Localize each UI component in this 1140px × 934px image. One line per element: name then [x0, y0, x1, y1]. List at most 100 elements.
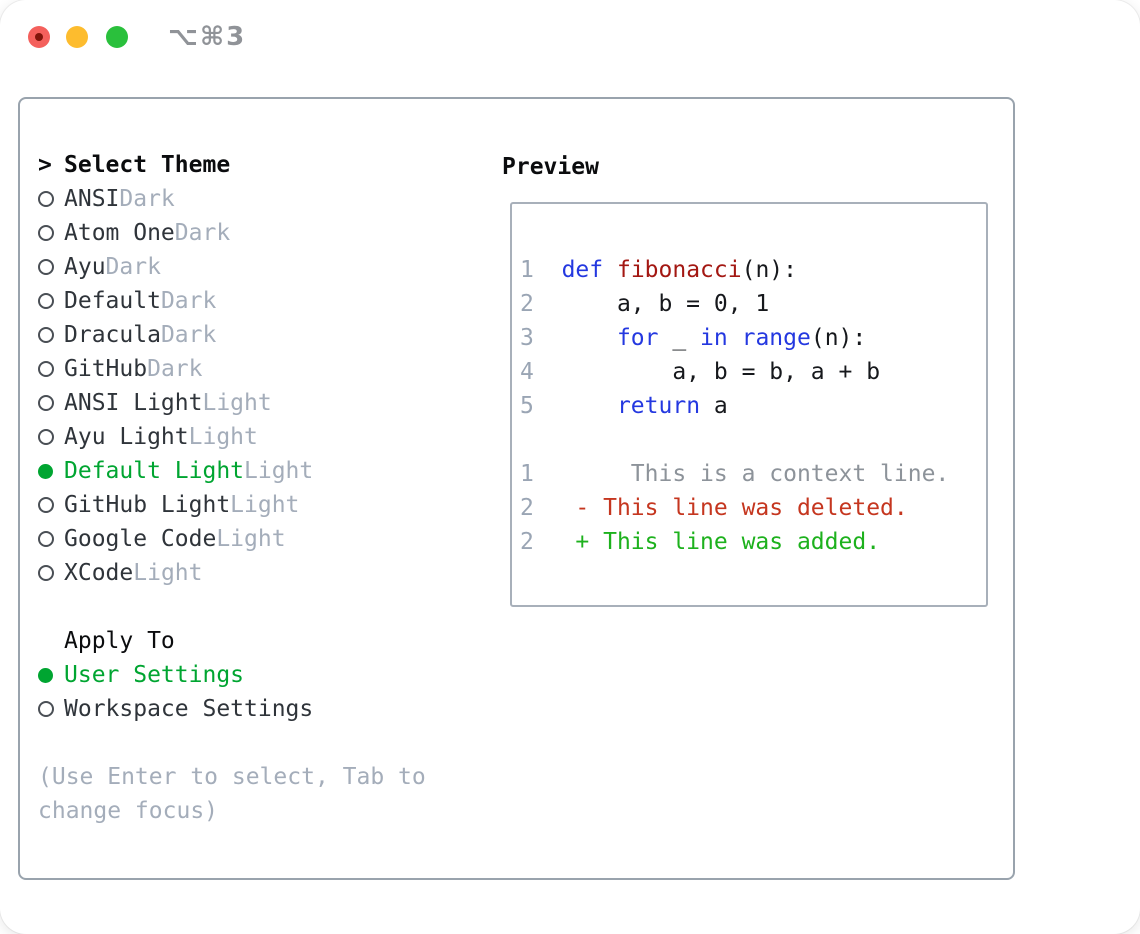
diff-added-text: + This line was added.	[575, 529, 881, 555]
code-line: 5 return a	[520, 389, 980, 423]
radio-icon	[38, 191, 64, 207]
code-token: (n):	[741, 257, 797, 283]
code-line: 2 + This line was added.	[520, 525, 980, 559]
keyword-token: range	[741, 325, 811, 351]
code-token	[534, 495, 576, 521]
code-token: _	[658, 325, 701, 351]
theme-variant-tag: Light	[230, 492, 300, 518]
select-theme-label: Select Theme	[64, 152, 231, 178]
keyword-token: in	[700, 325, 728, 351]
line-number: 1	[520, 257, 534, 283]
theme-variant-tag: Dark	[119, 186, 175, 212]
radio-icon	[38, 225, 64, 241]
apply-to-header: Apply To	[38, 624, 426, 658]
theme-name: Ayu Light	[64, 424, 189, 450]
code-token: (n):	[810, 325, 867, 351]
radio-icon	[38, 293, 64, 309]
theme-option-ayu[interactable]: Ayu Dark	[38, 250, 426, 284]
radio-selected-icon	[38, 667, 64, 683]
line-number: 2	[520, 291, 534, 317]
theme-name: GitHub	[64, 356, 148, 382]
function-token: fibonacci	[616, 257, 742, 283]
theme-variant-tag: Light	[202, 390, 272, 416]
line-number: 2	[520, 529, 534, 555]
code-line: 2 - This line was deleted.	[520, 491, 980, 525]
line-number: 1	[520, 461, 534, 487]
theme-option-ansi-light[interactable]: ANSI Light Light	[38, 386, 426, 420]
code-line: 2 a, b = 0, 1	[520, 287, 980, 321]
keyword-token: return	[616, 393, 701, 419]
blank-line	[520, 423, 980, 457]
theme-variant-tag: Dark	[147, 356, 203, 382]
code-token: a	[700, 393, 728, 419]
theme-variant-tag: Light	[216, 526, 286, 552]
radio-icon	[38, 395, 64, 411]
theme-option-dracula[interactable]: Dracula Dark	[38, 318, 426, 352]
spacer	[38, 726, 426, 760]
theme-name: Default	[64, 288, 161, 314]
radio-selected-icon	[38, 463, 64, 479]
keyword-token: for	[616, 325, 659, 351]
radio-icon	[38, 361, 64, 377]
code-line: 3 for _ in range(n):	[520, 321, 980, 355]
code-token	[534, 257, 562, 283]
theme-option-google-code[interactable]: Google Code Light	[38, 522, 426, 556]
theme-name: ANSI	[64, 186, 120, 212]
selection-caret-icon: >	[38, 152, 52, 178]
zoom-button[interactable]	[106, 26, 128, 48]
close-button[interactable]	[28, 26, 50, 48]
code-token	[534, 461, 631, 487]
theme-option-default-light[interactable]: Default Light Light	[38, 454, 426, 488]
code-token	[534, 393, 617, 419]
code-token	[603, 257, 617, 283]
theme-variant-tag: Dark	[160, 288, 217, 314]
theme-name: Ayu	[64, 254, 106, 280]
theme-option-atom-one[interactable]: Atom One Dark	[38, 216, 426, 250]
apply-option-user-settings[interactable]: User Settings	[38, 658, 426, 692]
theme-option-github[interactable]: GitHub Dark	[38, 352, 426, 386]
line-number: 2	[520, 495, 534, 521]
theme-name: Default Light	[64, 458, 245, 484]
line-number: 4	[520, 359, 534, 385]
preview-heading: Preview	[502, 154, 599, 180]
theme-name: Dracula	[64, 322, 161, 348]
radio-icon	[38, 327, 64, 343]
apply-to-label: Apply To	[64, 628, 175, 654]
theme-option-ansi[interactable]: ANSI Dark	[38, 182, 426, 216]
help-text-line: change focus)	[38, 798, 219, 824]
theme-option-ayu-light[interactable]: Ayu Light Light	[38, 420, 426, 454]
theme-name: Google Code	[64, 526, 217, 552]
theme-name: Atom One	[64, 220, 175, 246]
apply-option-label: User Settings	[64, 662, 245, 688]
theme-option-default[interactable]: Default Dark	[38, 284, 426, 318]
code-token: a, b = 0, 1	[533, 291, 770, 317]
minimize-button[interactable]	[66, 26, 88, 48]
window-title: ⌥⌘3	[168, 22, 247, 52]
apply-option-workspace-settings[interactable]: Workspace Settings	[38, 692, 426, 726]
radio-icon	[38, 701, 64, 717]
spacer	[38, 590, 426, 624]
radio-icon	[38, 531, 64, 547]
theme-name: GitHub Light	[64, 492, 231, 518]
code-token	[534, 325, 617, 351]
theme-variant-tag: Dark	[105, 254, 161, 280]
radio-icon	[38, 565, 64, 581]
theme-option-github-light[interactable]: GitHub Light Light	[38, 488, 426, 522]
theme-variant-tag: Light	[133, 560, 203, 586]
theme-variant-tag: Dark	[174, 220, 231, 246]
code-token	[728, 325, 742, 351]
radio-icon	[38, 259, 64, 275]
theme-name: ANSI Light	[64, 390, 203, 416]
keyword-token: def	[561, 257, 604, 283]
theme-option-xcode[interactable]: XCode Light	[38, 556, 426, 590]
code-line: 1 This is a context line.	[520, 457, 980, 491]
theme-name: XCode	[64, 560, 134, 586]
code-token	[534, 529, 576, 555]
diff-context-text: This is a context line.	[630, 461, 950, 487]
